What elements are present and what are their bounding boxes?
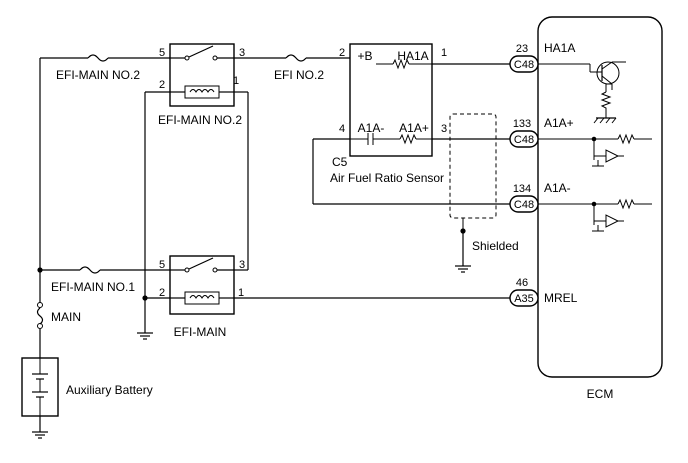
connector-ha1a-pin: 23: [516, 43, 528, 55]
connector-a1a-minus-id: C48: [514, 199, 534, 211]
ecm-internal-a1a-plus-circuit: [538, 133, 652, 167]
connector-a1a-plus-signal: A1A+: [544, 116, 574, 130]
fuse-efi-main-no2-label: EFI-MAIN NO.2: [56, 68, 140, 82]
relay-no2-pin-1: 1: [233, 75, 239, 87]
ecm-label: ECM: [587, 387, 614, 401]
sensor-terminal-a1a-plus: A1A+: [399, 121, 429, 135]
relay-efi-main: 5 3 2 1 EFI-MAIN: [159, 255, 245, 339]
sensor-name: Air Fuel Ratio Sensor: [330, 171, 444, 185]
relay-no2-pin-2: 2: [159, 79, 165, 91]
relay-no2-pin-3: 3: [239, 47, 245, 59]
connector-a1a-minus-signal: A1A-: [544, 181, 571, 195]
connector-ha1a-id: C48: [514, 59, 534, 71]
ecm-block: ECM: [537, 16, 663, 401]
ecm-internal-a1a-minus-circuit: [538, 198, 652, 232]
relay-ground-symbol: [137, 332, 153, 340]
shield: Shielded: [449, 113, 519, 273]
connector-ha1a-signal: HA1A: [544, 41, 575, 55]
connector-mrel-id: A35: [514, 293, 534, 305]
fuse-efi-main-no1-label: EFI-MAIN NO.1: [51, 280, 135, 294]
relay-main-pin-1: 1: [238, 287, 244, 299]
fuse-efi-no2-label: EFI NO.2: [274, 68, 324, 82]
relay-no2-pin-5: 5: [159, 47, 165, 59]
connector-mrel-signal: MREL: [544, 291, 578, 305]
main-wiring: [37, 57, 510, 333]
connector-ha1a: C48 23 HA1A: [509, 41, 575, 73]
auxiliary-battery: Auxiliary Battery: [21, 357, 153, 439]
relay-efi-main-no2: 5 3 2 1 EFI-MAIN NO.2: [158, 43, 245, 127]
relay-main-pin-2: 2: [159, 287, 165, 299]
fuse-efi-no2: EFI NO.2: [274, 54, 324, 82]
sensor-id: C5: [332, 155, 348, 169]
fuse-main: MAIN: [36, 302, 81, 358]
shield-label: Shielded: [472, 239, 519, 253]
sensor-pin-1: 1: [441, 47, 447, 59]
air-fuel-ratio-sensor: +B HA1A A1A- A1A+ 2 1 4 3 C5 Air Fuel Ra…: [330, 43, 447, 185]
fuse-efi-main-no1: EFI-MAIN NO.1: [51, 266, 135, 294]
sensor-terminal-a1a-minus: A1A-: [358, 121, 385, 135]
connector-a1a-plus-id: C48: [514, 134, 534, 146]
relay-no2-label: EFI-MAIN NO.2: [158, 113, 242, 127]
relay-main-label: EFI-MAIN: [174, 325, 227, 339]
connector-a1a-plus: C48 133 A1A+: [509, 116, 574, 148]
sensor-terminal-b: +B: [357, 49, 372, 63]
sensor-pin-3: 3: [441, 123, 447, 135]
ecm-internal-ha1a-transistor: [538, 61, 626, 124]
connector-a1a-minus-pin: 134: [513, 183, 531, 195]
connector-a1a-plus-pin: 133: [513, 118, 531, 130]
fuse-efi-main-no2: EFI-MAIN NO.2: [56, 54, 140, 82]
sensor-pin-4: 4: [339, 123, 345, 135]
connector-mrel-pin: 46: [516, 277, 528, 289]
connector-mrel: A35 46 MREL: [509, 277, 578, 307]
battery-label: Auxiliary Battery: [66, 383, 153, 397]
relay-main-pin-5: 5: [159, 259, 165, 271]
sensor-terminal-ha1a: HA1A: [397, 49, 428, 63]
fuse-main-label: MAIN: [51, 310, 81, 324]
sensor-pin-2: 2: [339, 47, 345, 59]
relay-main-pin-3: 3: [239, 259, 245, 271]
connector-a1a-minus: C48 134 A1A-: [509, 181, 571, 213]
